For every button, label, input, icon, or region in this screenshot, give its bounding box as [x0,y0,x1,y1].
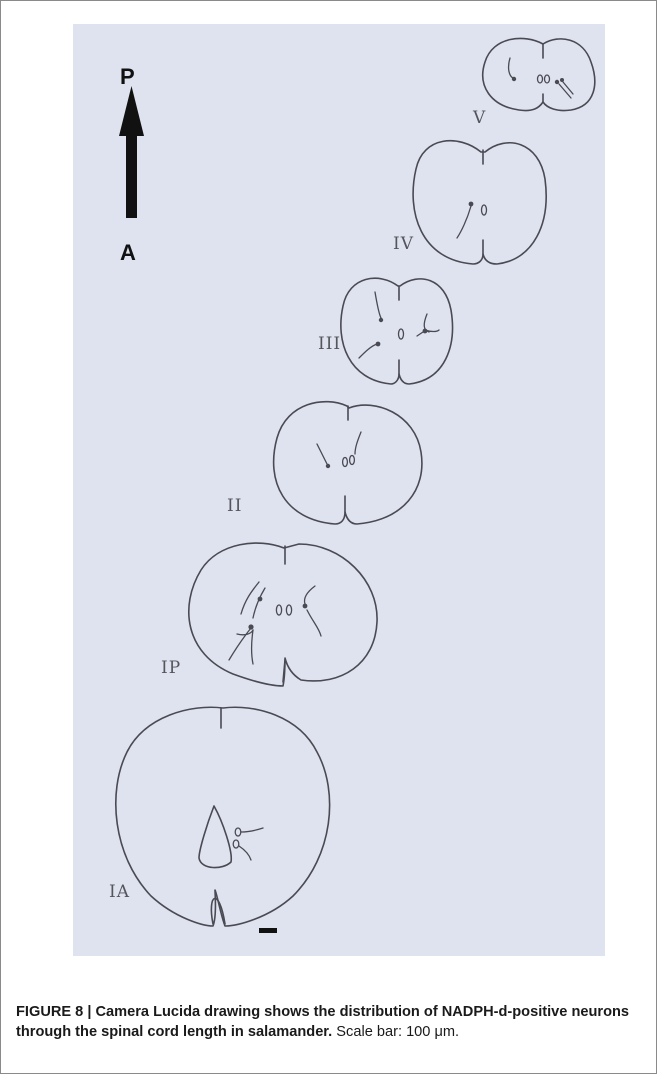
figure-caption: FIGURE 8 | Camera Lucida drawing shows t… [16,1002,636,1042]
orientation-arrow [119,86,144,218]
section-label-ia: IA [109,882,130,902]
camera-lucida-drawing: P A V IV III II IP IA [73,24,605,956]
section-label-v: V [473,108,487,128]
section-ia [115,706,331,927]
section-v [482,37,596,112]
section-label-iii: III [318,334,342,354]
section-iii [340,277,454,385]
section-label-ip: IP [161,658,182,678]
drawing-svg [115,37,596,927]
scale-bar [259,928,277,933]
section-ip [188,542,378,687]
caption-title: FIGURE 8 | Camera Lucida drawing shows t… [16,1004,630,1040]
caption-scale-text: Scale bar: 100 μm. [332,1024,460,1040]
section-label-ii: II [227,496,243,516]
section-ii [272,400,423,525]
posterior-label: P [120,64,135,89]
section-iv [412,139,547,265]
anterior-label: A [120,240,136,265]
section-label-iv: IV [393,234,414,254]
